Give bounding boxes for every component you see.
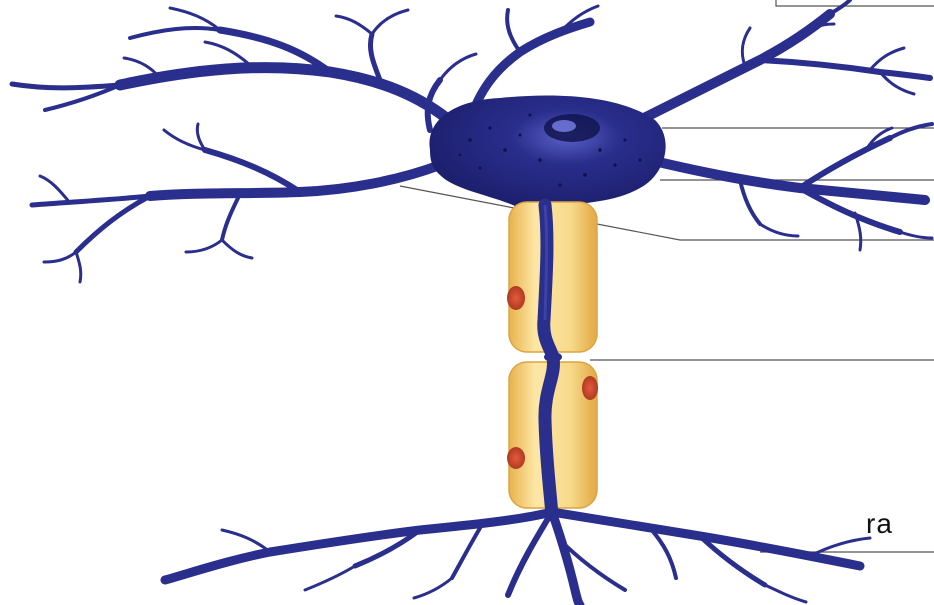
soma (429, 96, 665, 214)
schwann-nucleus-3 (507, 447, 525, 469)
nucleolus-highlight (552, 120, 576, 132)
leader-lines (400, 0, 934, 552)
leader-line-dendrite (776, 0, 934, 6)
schwann-nucleus-2 (582, 376, 598, 400)
schwann-nucleus-1 (507, 286, 525, 310)
node-of-ranvier (544, 352, 562, 362)
label-fragment-ranvier: ra (866, 508, 893, 540)
axon-terminals (165, 512, 870, 605)
